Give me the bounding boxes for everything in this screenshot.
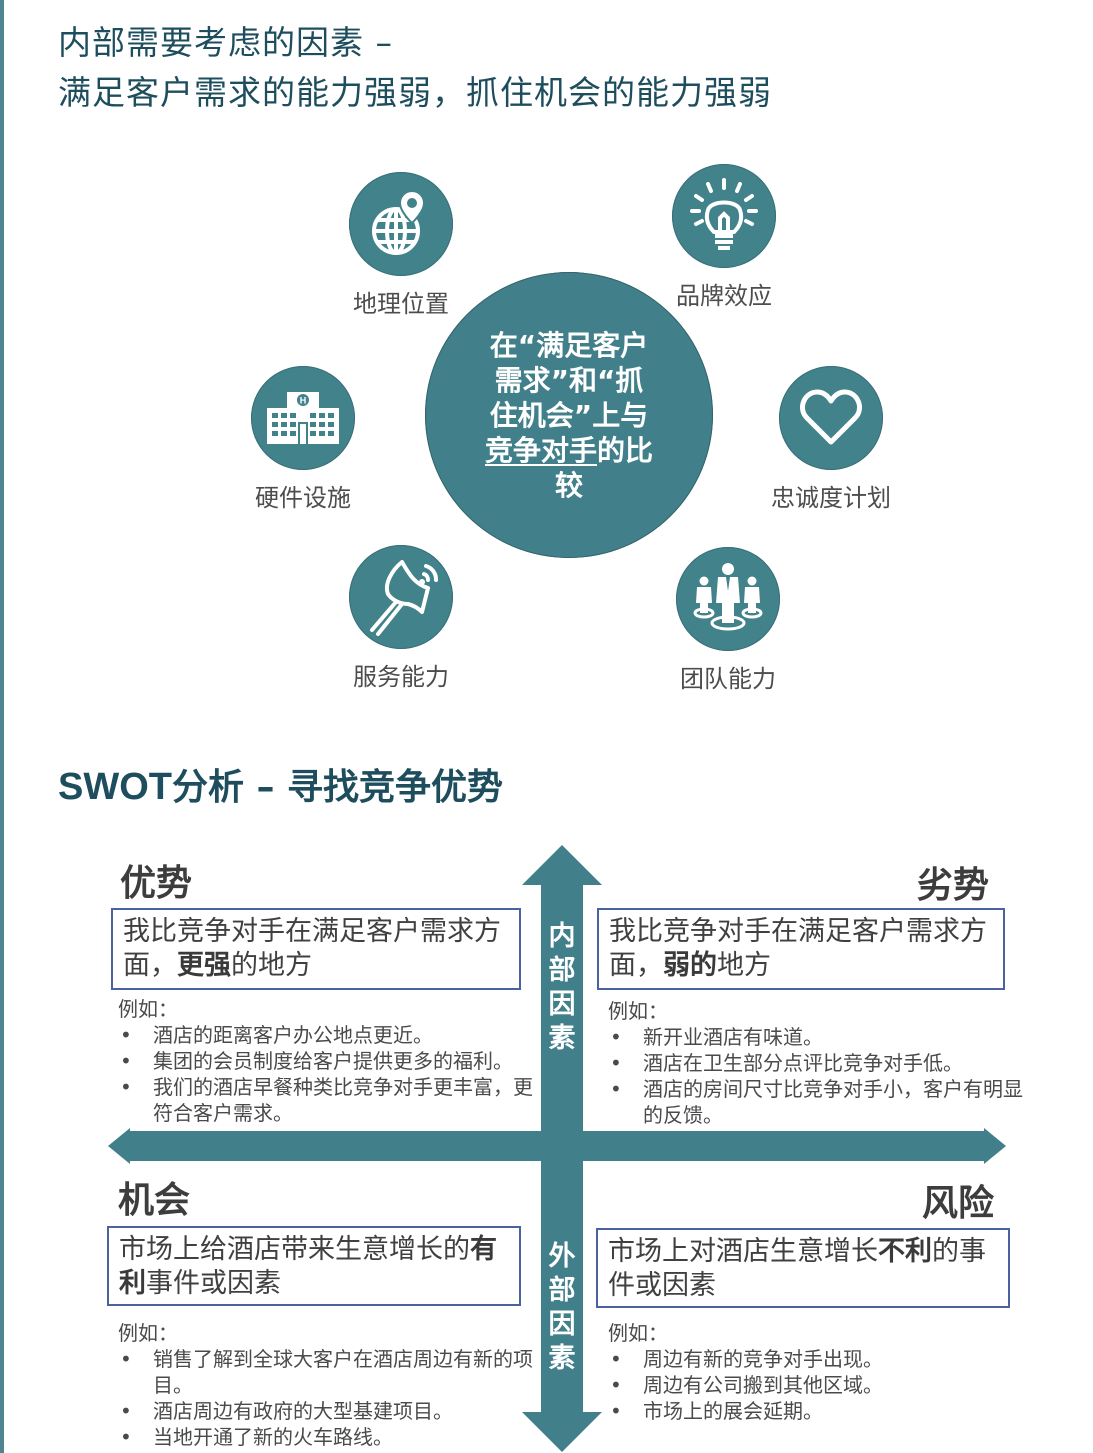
list-item: 周边有新的竞争对手出现。 <box>608 1346 1023 1372</box>
factor-label: 忠诚度计划 <box>771 484 891 512</box>
team-people-icon <box>693 563 763 631</box>
list-item: 集团的会员制度给客户提供更多的福利。 <box>118 1048 543 1074</box>
factor-team: 团队能力 <box>638 547 818 694</box>
hub-text-rest: 的比 <box>597 433 654 467</box>
examples-label: 例如： <box>118 997 178 1021</box>
strengths-title: 优势 <box>120 863 193 904</box>
factor-brand: 品牌效应 <box>634 164 814 311</box>
examples-label: 例如： <box>118 1321 178 1345</box>
opportunities-definition-box: 市场上给酒店带来生意增长的有利事件或因素 <box>107 1226 521 1306</box>
axis-char: 因 <box>548 989 576 1020</box>
factor-location: 地理位置 <box>311 172 491 319</box>
factor-circle <box>779 366 883 470</box>
hub-line: 在“满足客户 <box>489 328 649 362</box>
list-item: 酒店的距离客户办公地点更近。 <box>118 1022 543 1048</box>
list-item: 新开业酒店有味道。 <box>608 1024 1023 1050</box>
factor-label: 品牌效应 <box>676 282 772 310</box>
list-item: 当地开通了新的火车路线。 <box>118 1424 538 1450</box>
weaknesses-examples: 例如： 新开业酒店有味道。 酒店在卫生部分点评比竞争对手低。 酒店的房间尺寸比竞… <box>608 998 1023 1128</box>
axis-char: 部 <box>548 955 576 986</box>
hub-line: 较 <box>554 468 583 502</box>
box-text: 的地方 <box>231 950 312 981</box>
axis-char: 因 <box>548 1309 576 1340</box>
box-text: 市场上对酒店生意增长 <box>608 1236 878 1267</box>
swot-section-title: SWOT分析 – 寻找竞争优势 <box>58 768 503 806</box>
box-text: 我比竞争对手在满足客户需求方面， <box>123 916 501 981</box>
list-item: 我们的酒店早餐种类比竞争对手更丰富，更符合客户需求。 <box>118 1074 543 1126</box>
hotel-building-icon: H <box>267 392 339 444</box>
lightbulb-icon <box>690 178 758 250</box>
central-hub-circle: 在“满足客户 需求”和“抓 住机会”上与 竞争对手的比 较 <box>425 272 713 558</box>
examples-label: 例如： <box>608 1321 668 1345</box>
hub-line: 竞争对手的比 <box>474 433 664 468</box>
examples-label: 例如： <box>608 999 668 1023</box>
factor-loyalty: 忠诚度计划 <box>741 366 921 513</box>
strengths-examples: 例如： 酒店的距离客户办公地点更近。 集团的会员制度给客户提供更多的福利。 我们… <box>118 996 543 1126</box>
hub-underlined-text: 竞争对手 <box>484 433 597 467</box>
threats-examples: 例如： 周边有新的竞争对手出现。 周边有公司搬到其他区域。 市场上的展会延期。 <box>608 1320 1023 1424</box>
factor-label: 硬件设施 <box>255 484 351 512</box>
factor-facilities: H 硬件设施 <box>213 366 393 513</box>
horizontal-axis <box>128 1131 988 1161</box>
box-bold-text: 有利 <box>119 1234 497 1299</box>
axis-char: 素 <box>548 1343 576 1374</box>
left-accent-rail <box>0 0 4 1453</box>
factor-circle <box>349 545 453 649</box>
list-item: 销售了解到全球大客户在酒店周边有新的项目。 <box>118 1346 538 1398</box>
list-item: 酒店的房间尺寸比竞争对手小，客户有明显的反馈。 <box>608 1076 1023 1128</box>
list-item: 市场上的展会延期。 <box>608 1398 1023 1424</box>
list-item: 周边有公司搬到其他区域。 <box>608 1372 1023 1398</box>
heart-icon <box>800 389 862 445</box>
factor-circle <box>676 547 780 651</box>
opportunities-examples: 例如： 销售了解到全球大客户在酒店周边有新的项目。 酒店周边有政府的大型基建项目… <box>118 1320 538 1450</box>
factor-service: 服务能力 <box>311 545 491 692</box>
list-item: 酒店在卫生部分点评比竞争对手低。 <box>608 1050 1023 1076</box>
box-text: 市场上给酒店带来生意增长的 <box>119 1234 470 1265</box>
axis-char: 部 <box>548 1275 576 1306</box>
box-text: 的事件或因素 <box>608 1236 986 1301</box>
service-bell-icon <box>370 560 438 636</box>
box-bold-text: 更强 <box>177 950 231 981</box>
svg-text:H: H <box>300 396 307 406</box>
arrow-up-icon <box>522 845 602 885</box>
weaknesses-definition-box: 我比竞争对手在满足客户需求方面，弱的地方 <box>597 908 1005 990</box>
axis-char: 内 <box>548 921 576 952</box>
weaknesses-title: 劣势 <box>917 865 990 906</box>
hub-line: 需求”和“抓 <box>494 363 644 397</box>
page-title-line2: 满足客户需求的能力强弱，抓住机会的能力强弱 <box>58 73 772 112</box>
box-bold-text: 不利 <box>878 1236 932 1267</box>
factor-circle <box>349 172 453 276</box>
box-text: 我比竞争对手在满足客户需求方面， <box>609 916 987 981</box>
globe-pin-icon <box>372 189 426 255</box>
axis-char: 素 <box>548 1023 576 1054</box>
swot-title-latin: SWOT <box>58 766 172 808</box>
axis-char: 外 <box>548 1241 576 1272</box>
list-item: 酒店周边有政府的大型基建项目。 <box>118 1398 538 1424</box>
arrow-right-icon <box>984 1128 1006 1164</box>
threats-title: 风险 <box>922 1183 995 1224</box>
axis-label-internal: 内 部 因 素 <box>545 920 579 1056</box>
factor-label: 团队能力 <box>680 665 776 693</box>
factor-circle: H <box>251 366 355 470</box>
hub-text: 在“满足客户 需求”和“抓 住机会”上与 竞争对手的比 较 <box>474 328 664 503</box>
page-title-line1: 内部需要考虑的因素 – <box>58 23 393 62</box>
strengths-definition-box: 我比竞争对手在满足客户需求方面，更强的地方 <box>111 908 521 990</box>
threats-definition-box: 市场上对酒店生意增长不利的事件或因素 <box>596 1228 1010 1308</box>
box-text: 地方 <box>717 950 771 981</box>
factor-label: 地理位置 <box>353 290 449 318</box>
factor-label: 服务能力 <box>353 663 449 691</box>
opportunities-title: 机会 <box>118 1180 191 1221</box>
swot-title-rest: 分析 – 寻找竞争优势 <box>171 767 504 808</box>
box-text: 事件或因素 <box>146 1268 281 1299</box>
hub-line: 住机会”上与 <box>489 398 649 432</box>
arrow-left-icon <box>108 1128 130 1164</box>
axis-label-external: 外 部 因 素 <box>545 1240 579 1376</box>
box-bold-text: 弱的 <box>663 950 717 981</box>
factor-circle <box>672 164 776 268</box>
